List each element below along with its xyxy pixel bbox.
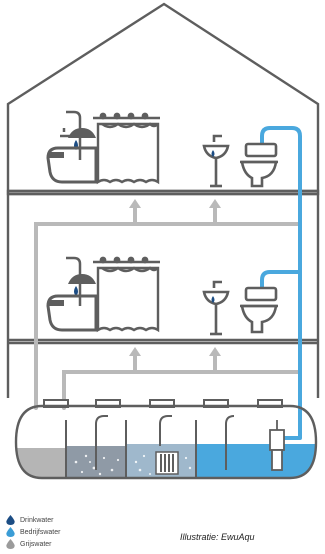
filter-icon: [156, 452, 178, 474]
bathtub-icon: [48, 296, 96, 330]
drop-icon: [6, 527, 15, 537]
sink-icon: [204, 282, 228, 334]
legend-item-bedrijfswater: Bedrijfswater: [6, 526, 60, 538]
tank-icon: [14, 400, 318, 480]
legend-item-grijswater: Grijswater: [6, 538, 60, 550]
legend-label: Drinkwater: [20, 517, 53, 524]
toilet-icon: [240, 288, 278, 332]
drop-icon: [6, 515, 15, 525]
house-outline: [8, 4, 318, 398]
legend: Drinkwater Bedrijfswater Grijswater: [6, 514, 60, 550]
legend-label: Grijswater: [20, 541, 52, 548]
curtain-icon: [93, 258, 160, 330]
toilet-icon: [240, 144, 278, 186]
legend-label: Bedrijfswater: [20, 529, 60, 536]
illustration-credit: Illustratie: EwuAqu: [180, 532, 255, 542]
pump-icon: [270, 420, 284, 470]
upper-floor-bathroom: [48, 112, 278, 186]
drop-icon: [6, 539, 15, 549]
sink-icon: [204, 136, 228, 186]
lower-floor-bathroom: [48, 258, 278, 334]
curtain-icon: [93, 114, 160, 182]
legend-item-drinkwater: Drinkwater: [6, 514, 60, 526]
bathtub-icon: [48, 148, 96, 182]
